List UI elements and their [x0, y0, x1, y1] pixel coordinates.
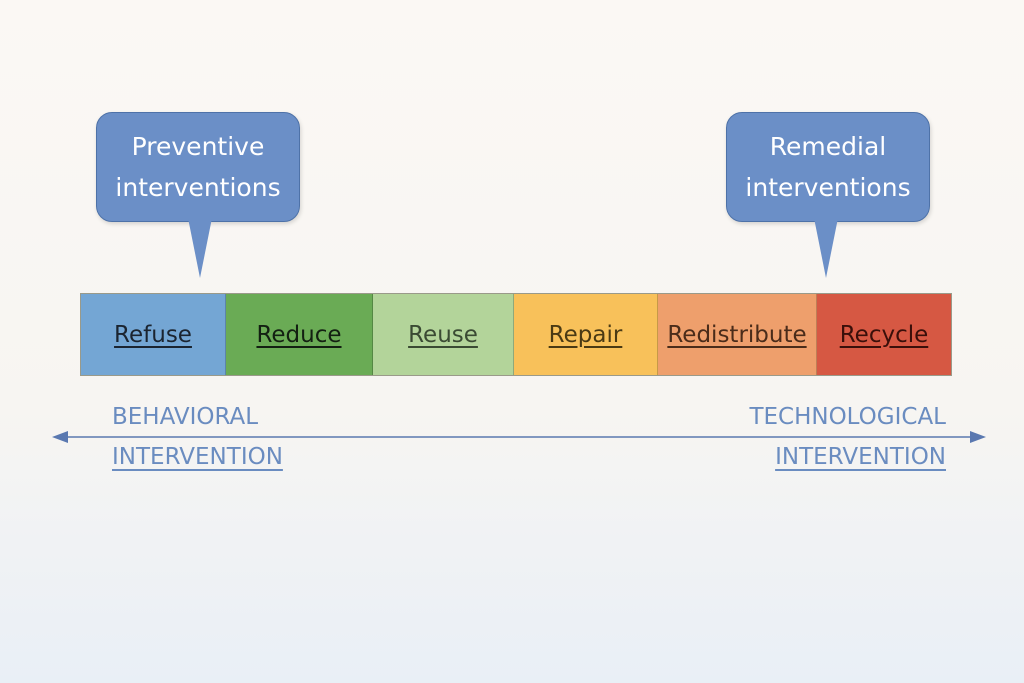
- callout-line: interventions: [115, 173, 281, 202]
- technological-label: TECHNOLOGICAL INTERVENTION: [749, 397, 946, 477]
- callout-line: Preventive: [131, 132, 265, 161]
- preventive-callout-pointer: [188, 218, 212, 278]
- axis-label-line: INTERVENTION: [112, 444, 283, 470]
- axis-label-line: INTERVENTION: [775, 444, 946, 470]
- hierarchy-bar: Refuse Reduce Reuse Repair Redistribute …: [80, 293, 952, 376]
- stage-reduce: Reduce: [226, 294, 373, 375]
- stage-label: Reuse: [408, 321, 478, 348]
- arrow-left-icon: [52, 431, 68, 443]
- behavioral-label: BEHAVIORAL INTERVENTION: [112, 397, 283, 477]
- stage-label: Repair: [548, 321, 623, 348]
- stage-label: Reduce: [256, 321, 342, 348]
- callout-line: Remedial: [769, 132, 887, 161]
- stage-reuse: Reuse: [373, 294, 514, 375]
- callout-line: interventions: [745, 173, 911, 202]
- axis-label-line: TECHNOLOGICAL: [749, 404, 946, 430]
- stage-recycle: Recycle: [817, 294, 951, 375]
- remedial-callout-pointer: [814, 218, 838, 278]
- stage-label: Redistribute: [667, 321, 807, 348]
- stage-redistribute: Redistribute: [658, 294, 817, 375]
- stage-label: Recycle: [839, 321, 929, 348]
- stage-label: Refuse: [114, 321, 192, 348]
- axis-label-line: BEHAVIORAL: [112, 404, 259, 430]
- remedial-callout: Remedial interventions: [726, 112, 930, 222]
- stage-repair: Repair: [514, 294, 658, 375]
- stage-refuse: Refuse: [81, 294, 226, 375]
- arrow-right-icon: [970, 431, 986, 443]
- preventive-callout: Preventive interventions: [96, 112, 300, 222]
